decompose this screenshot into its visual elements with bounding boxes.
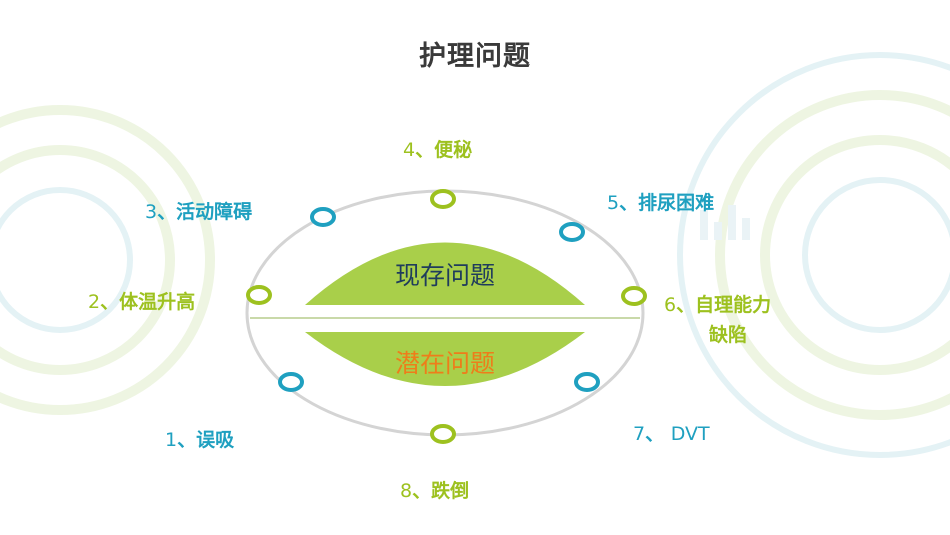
item-separator: 、 xyxy=(645,423,671,445)
item-text: 跌倒 xyxy=(431,480,470,502)
item-separator: 、 xyxy=(412,480,432,502)
node-2 xyxy=(246,285,272,305)
item-separator: 、 xyxy=(157,201,177,223)
problem-item-4: 4、便秘 xyxy=(403,135,472,162)
lens-bottom xyxy=(305,332,585,386)
item-separator: 、 xyxy=(619,192,639,214)
item-number: 5 xyxy=(607,192,620,214)
problem-item-2: 2、体温升高 xyxy=(88,287,195,314)
node-1 xyxy=(278,372,304,392)
potential-problems-label: 潜在问题 xyxy=(394,349,495,378)
item-number: 2 xyxy=(88,291,101,313)
item-separator: 、 xyxy=(415,139,435,161)
node-6 xyxy=(621,286,647,306)
item-text-line2: 缺陷 xyxy=(709,324,748,346)
problem-item-6: 6、自理能力 缺陷 xyxy=(664,290,771,350)
item-text: 便秘 xyxy=(434,139,473,161)
node-3 xyxy=(310,207,336,227)
current-problems-label: 现存问题 xyxy=(394,261,495,290)
page-title: 护理问题 xyxy=(419,41,531,72)
item-text: 自理能力 xyxy=(695,294,772,316)
node-7 xyxy=(574,372,600,392)
item-separator: 、 xyxy=(177,429,197,451)
item-number: 8 xyxy=(400,480,413,502)
problem-item-7: 7、 DVT xyxy=(633,419,710,446)
item-number: 7 xyxy=(633,423,646,445)
item-separator: 、 xyxy=(100,291,120,313)
problem-item-8: 8、跌倒 xyxy=(400,476,469,503)
problem-item-3: 3、活动障碍 xyxy=(145,197,252,224)
node-5 xyxy=(559,222,585,242)
problem-item-5: 5、排尿困难 xyxy=(607,188,714,215)
problem-item-1: 1、误吸 xyxy=(165,425,234,452)
node-4 xyxy=(430,189,456,209)
item-text: DVT xyxy=(670,423,710,445)
item-number: 4 xyxy=(403,139,416,161)
item-number: 6 xyxy=(664,294,677,316)
item-separator: 、 xyxy=(676,294,696,316)
item-text: 误吸 xyxy=(196,429,235,451)
item-text: 排尿困难 xyxy=(638,192,715,214)
node-8 xyxy=(430,424,456,444)
lens-top xyxy=(305,242,585,305)
item-text: 体温升高 xyxy=(119,291,196,313)
item-text: 活动障碍 xyxy=(176,201,253,223)
item-number: 3 xyxy=(145,201,158,223)
item-number: 1 xyxy=(165,429,178,451)
